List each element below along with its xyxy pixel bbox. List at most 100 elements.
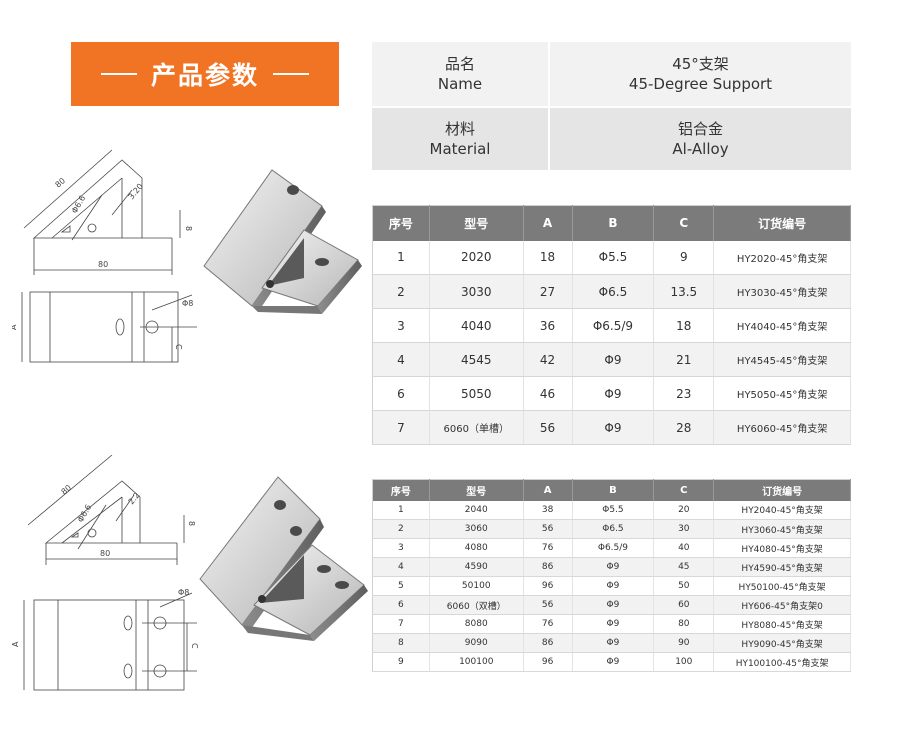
spec-key: 材料 Material xyxy=(372,106,550,170)
table-cell: Φ9 xyxy=(572,595,655,615)
col-header: A xyxy=(523,479,573,501)
table-cell: Φ5.5 xyxy=(572,240,655,275)
table-cell: 2 xyxy=(372,519,430,539)
table-cell: 6060（双槽） xyxy=(429,595,524,615)
table-cell: 8 xyxy=(372,633,430,653)
table-cell: 9 xyxy=(653,240,715,275)
dim-slant: 80 xyxy=(54,176,68,189)
table-cell: 21 xyxy=(653,342,715,377)
col-header: A xyxy=(523,205,573,241)
table-cell: 1 xyxy=(372,240,430,275)
table-cell: HY4040-45°角支架 xyxy=(713,308,851,343)
table-cell: 18 xyxy=(523,240,573,275)
front-view-outline xyxy=(33,599,185,691)
spec-key-cn: 品名 xyxy=(444,55,475,73)
col-header: 型号 xyxy=(429,479,524,501)
technical-drawing-single: 80 80 Φ6.6 3.20 8 Φ8 A C xyxy=(12,149,197,363)
table-cell: 100100 xyxy=(429,652,524,672)
table-cell: 50 xyxy=(653,576,715,596)
table-cell: HY3030-45°角支架 xyxy=(713,274,851,309)
table-cell: HY9090-45°角支架 xyxy=(713,633,851,653)
table-cell: 2020 xyxy=(429,240,524,275)
col-header: 序号 xyxy=(372,479,430,501)
table-cell: 38 xyxy=(523,500,573,520)
spec-key-en: Name xyxy=(437,75,483,93)
table-cell: 6 xyxy=(372,376,430,411)
table-cell: HY6060-45°角支架 xyxy=(713,410,851,445)
col-header: C xyxy=(653,205,715,241)
table-cell: 4 xyxy=(372,557,430,577)
table-cell: 40 xyxy=(653,538,715,558)
table-cell: 90 xyxy=(653,633,715,653)
table-cell: 76 xyxy=(523,538,573,558)
table-cell: Φ5.5 xyxy=(572,500,655,520)
table-cell: 1 xyxy=(372,500,430,520)
dim-b: Φ8 xyxy=(182,299,193,308)
table-cell: 56 xyxy=(523,410,573,445)
spec-key: 品名 Name xyxy=(372,42,550,106)
table-cell: 4545 xyxy=(429,342,524,377)
spec-row-name: 品名 Name 45°支架 45-Degree Support xyxy=(372,42,851,106)
table-cell: HY8080-45°角支架 xyxy=(713,614,851,634)
section-banner: 产品参数 xyxy=(71,42,339,106)
table-cell: 60 xyxy=(653,595,715,615)
table-cell: Φ9 xyxy=(572,614,655,634)
table-cell: Φ6.5 xyxy=(572,274,655,309)
table-cell: 36 xyxy=(523,308,573,343)
spec-value: 45°支架 45-Degree Support xyxy=(550,42,851,106)
col-header: B xyxy=(572,205,655,241)
table-cell: 100 xyxy=(653,652,715,672)
dim-a: A xyxy=(12,641,20,647)
table-cell: 9 xyxy=(372,652,430,672)
dim-height: 8 xyxy=(184,226,193,231)
banner-dash-left xyxy=(100,73,137,75)
dim-a: A xyxy=(12,324,18,330)
table-cell: 45 xyxy=(653,557,715,577)
table-cell: 76 xyxy=(523,614,573,634)
table-cell: 9090 xyxy=(429,633,524,653)
col-header: 订货编号 xyxy=(713,205,851,241)
table-cell: 4590 xyxy=(429,557,524,577)
table-cell: 18 xyxy=(653,308,715,343)
technical-drawing-double: 80 80 Φ6.6 2.2 8 Φ8 A C xyxy=(12,454,199,691)
table-cell: HY50100-45°角支架 xyxy=(713,576,851,596)
table-cell: Φ9 xyxy=(572,376,655,411)
table-cell: 30 xyxy=(653,519,715,539)
table-cell: 6060（单槽） xyxy=(429,410,524,445)
table-cell: Φ6.5 xyxy=(572,519,655,539)
table-cell: 7 xyxy=(372,410,430,445)
col-header: B xyxy=(572,479,655,501)
table-cell: HY2020-45°角支架 xyxy=(713,240,851,275)
dim-thickness: 2.2 xyxy=(127,491,142,507)
bracket-render-double xyxy=(199,476,368,641)
col-header: 序号 xyxy=(372,205,430,241)
side-view-outline xyxy=(32,159,143,239)
spec-row-material: 材料 Material 铝合金 Al-Alloy xyxy=(372,106,851,170)
col-header: 型号 xyxy=(429,205,524,241)
table-cell: HY4545-45°角支架 xyxy=(713,342,851,377)
table-cell: 20 xyxy=(653,500,715,520)
banner-dash-right xyxy=(273,73,309,75)
table-cell: 28 xyxy=(653,410,715,445)
spec-key-cn: 材料 xyxy=(444,120,475,138)
table-cell: 2 xyxy=(372,274,430,309)
dim-b: Φ8 xyxy=(178,588,189,597)
table-cell: 3 xyxy=(372,538,430,558)
table-cell: 2040 xyxy=(429,500,524,520)
bracket-render-single xyxy=(203,169,362,314)
table-cell: 50100 xyxy=(429,576,524,596)
table-cell: 7 xyxy=(372,614,430,634)
table-cell: Φ9 xyxy=(572,557,655,577)
table-cell: 13.5 xyxy=(653,274,715,309)
table-cell: 5050 xyxy=(429,376,524,411)
table-cell: 3 xyxy=(372,308,430,343)
spec-value: 铝合金 Al-Alloy xyxy=(550,106,851,170)
